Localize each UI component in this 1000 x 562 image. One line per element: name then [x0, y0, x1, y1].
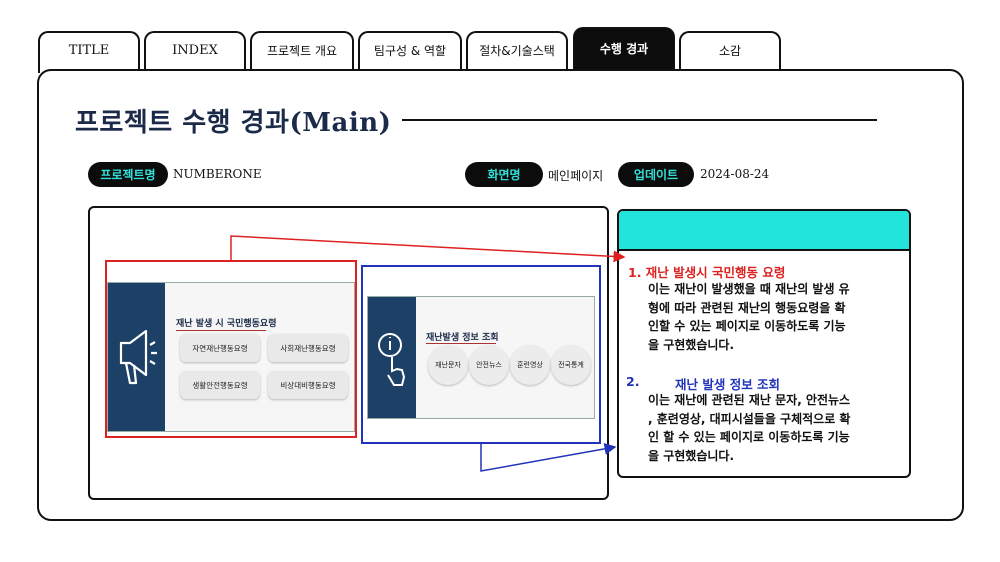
description-item1-line: 인할 수 있는 페이지로 이동하도록 기능 — [648, 319, 846, 333]
info-panel-title: 재난발생 정보 조회 — [426, 333, 499, 343]
update-date-value: 2024-08-24 — [700, 167, 770, 181]
screen-name-value: 메인페이지 — [548, 169, 604, 183]
tab-procedure-tech[interactable]: 절차&기술스택 — [466, 31, 568, 73]
info-panel-title-underline — [426, 343, 496, 344]
info-highlight-box — [361, 265, 601, 444]
life-safety-button[interactable]: 생활안전행동요령 — [180, 371, 260, 399]
guide-panel-thumbnail: 재난 발생 시 국민행동요령 자연재난행동요령 사회재난행동요령 생활안전행동요… — [107, 282, 355, 432]
guide-highlight-box — [105, 260, 357, 438]
disaster-message-button[interactable]: 재난문자 — [428, 345, 468, 385]
title-divider — [402, 119, 877, 121]
project-name-badge: 프로젝트명 — [88, 162, 168, 187]
guide-panel-sidebar — [108, 283, 165, 431]
description-item2-line: 이는 재난에 관련된 재난 문자, 안전뉴스 — [648, 393, 851, 407]
emergency-prep-button[interactable]: 비상대비행동요령 — [268, 371, 348, 399]
description-item1-body: 이는 재난이 발생했을 때 재난의 발생 유 형에 따라 관련된 재난의 행동요… — [648, 280, 906, 354]
tab-review[interactable]: 소감 — [679, 31, 781, 73]
description-item1-line: 이는 재난이 발생했을 때 재난의 발생 유 — [648, 282, 850, 296]
description-item2-title: 재난 발생 정보 조회 — [675, 377, 781, 392]
guide-panel-title: 재난 발생 시 국민행동요령 — [176, 319, 277, 329]
description-box — [617, 209, 911, 478]
info-panel-sidebar — [368, 297, 416, 418]
tab-project-overview[interactable]: 프로젝트 개요 — [250, 31, 354, 73]
description-header — [619, 211, 909, 251]
info-panel-thumbnail: 재난발생 정보 조회 재난문자 안전뉴스 훈련영상 전국통계 — [367, 296, 595, 419]
blue-connector-arrow — [480, 442, 617, 472]
description-item1-line: 형에 따라 관련된 재난의 행동요령을 확 — [648, 300, 846, 315]
screen-name-badge: 화면명 — [465, 162, 543, 187]
update-badge: 업데이트 — [618, 162, 694, 187]
guide-panel-title-underline — [176, 330, 266, 331]
info-touch-icon — [378, 333, 406, 386]
description-item2-line: 을 구현했습니다. — [648, 448, 735, 463]
description-item2-line: , 훈련영상, 대피시설들을 구체적으로 확 — [648, 411, 851, 426]
social-disaster-button[interactable]: 사회재난행동요령 — [268, 334, 348, 362]
project-name-value: NUMBERONE — [173, 167, 262, 181]
red-connector-arrow — [230, 235, 626, 263]
training-video-button[interactable]: 훈련영상 — [510, 345, 550, 385]
tab-index[interactable]: INDEX — [144, 31, 246, 73]
natural-disaster-button[interactable]: 자연재난행동요령 — [180, 334, 260, 362]
national-stats-button[interactable]: 전국통계 — [551, 345, 591, 385]
tab-progress[interactable]: 수행 경과 — [573, 27, 675, 73]
safety-news-button[interactable]: 안전뉴스 — [469, 345, 509, 385]
megaphone-icon — [119, 329, 157, 385]
description-item1-title: 1. 재난 발생시 국민행동 요령 — [628, 265, 786, 280]
page-title: 프로젝트 수행 경과(Main) — [75, 108, 392, 138]
description-item2-number: 2. — [626, 374, 640, 389]
description-item2-body: 이는 재난에 관련된 재난 문자, 안전뉴스 , 훈련영상, 대피시설들을 구체… — [648, 391, 906, 465]
tab-title[interactable]: TITLE — [38, 31, 140, 73]
description-item1-line: 을 구현했습니다. — [648, 337, 735, 352]
tab-team-roles[interactable]: 팀구성 & 역할 — [358, 31, 462, 73]
description-item2-line: 인 할 수 있는 페이지로 이동하도록 기능 — [648, 430, 850, 444]
